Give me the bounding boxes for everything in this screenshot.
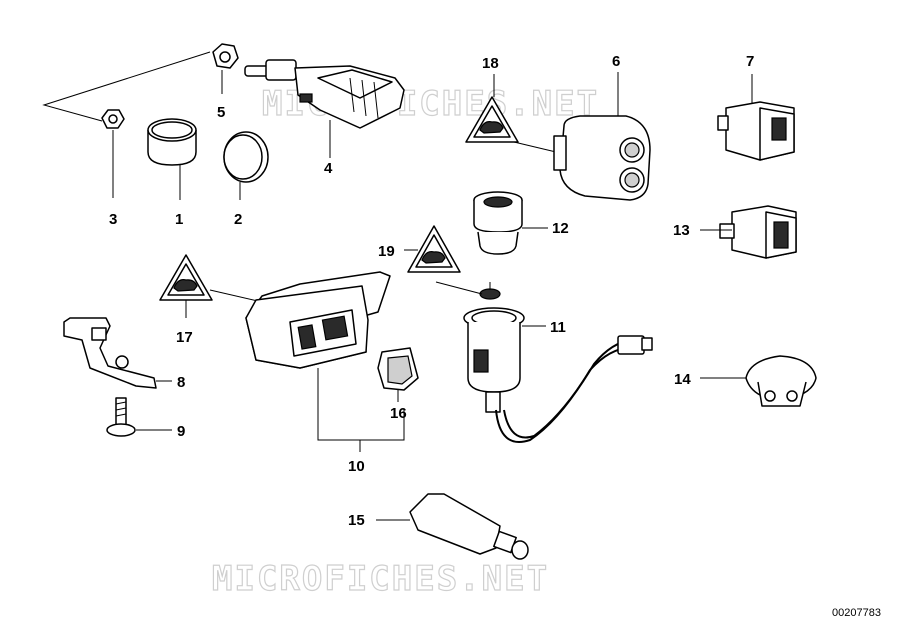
socket-icon: [463, 307, 653, 443]
callout-19: 19: [378, 243, 395, 260]
callout-9: 9: [177, 423, 185, 440]
switch-icon: [244, 59, 405, 129]
hex-nut-icon: [212, 43, 239, 69]
socket-icon: [473, 191, 523, 255]
warning-triangle-icon: [407, 225, 461, 273]
hex-nut-icon: [101, 109, 125, 129]
callout-16: 16: [390, 405, 407, 422]
callout-1: 1: [175, 211, 183, 228]
callout-18: 18: [482, 55, 499, 72]
callout-14: 14: [674, 371, 691, 388]
watermark-bottom: MICROFICHES.NET: [212, 559, 549, 599]
callout-2: 2: [234, 211, 242, 228]
bracket-icon: [63, 317, 157, 389]
cap-icon: [223, 131, 269, 183]
callout-7: 7: [746, 53, 754, 70]
warning-triangle-icon: [159, 254, 213, 301]
callout-6: 6: [612, 53, 620, 70]
callout-4: 4: [324, 160, 333, 177]
connector-icon: [719, 205, 797, 259]
cap-icon: [147, 118, 197, 166]
connector-icon: [717, 101, 795, 161]
screw-icon: [106, 397, 136, 437]
callout-11: 11: [550, 319, 566, 336]
switch-icon: [245, 271, 391, 369]
callout-17: 17: [176, 329, 193, 346]
callout-8: 8: [177, 374, 185, 391]
callout-13: 13: [673, 222, 690, 239]
cap-icon: [377, 347, 419, 391]
callout-5: 5: [217, 104, 225, 121]
clip-icon: [745, 355, 817, 407]
connector-icon: [409, 493, 529, 560]
callout-3: 3: [109, 211, 117, 228]
callout-12: 12: [552, 220, 569, 237]
callout-10: 10: [348, 458, 365, 475]
diagram-reference-number: 00207783: [832, 607, 881, 619]
switch-icon: [553, 115, 651, 201]
callout-15: 15: [348, 512, 365, 529]
warning-triangle-icon: [465, 96, 519, 143]
